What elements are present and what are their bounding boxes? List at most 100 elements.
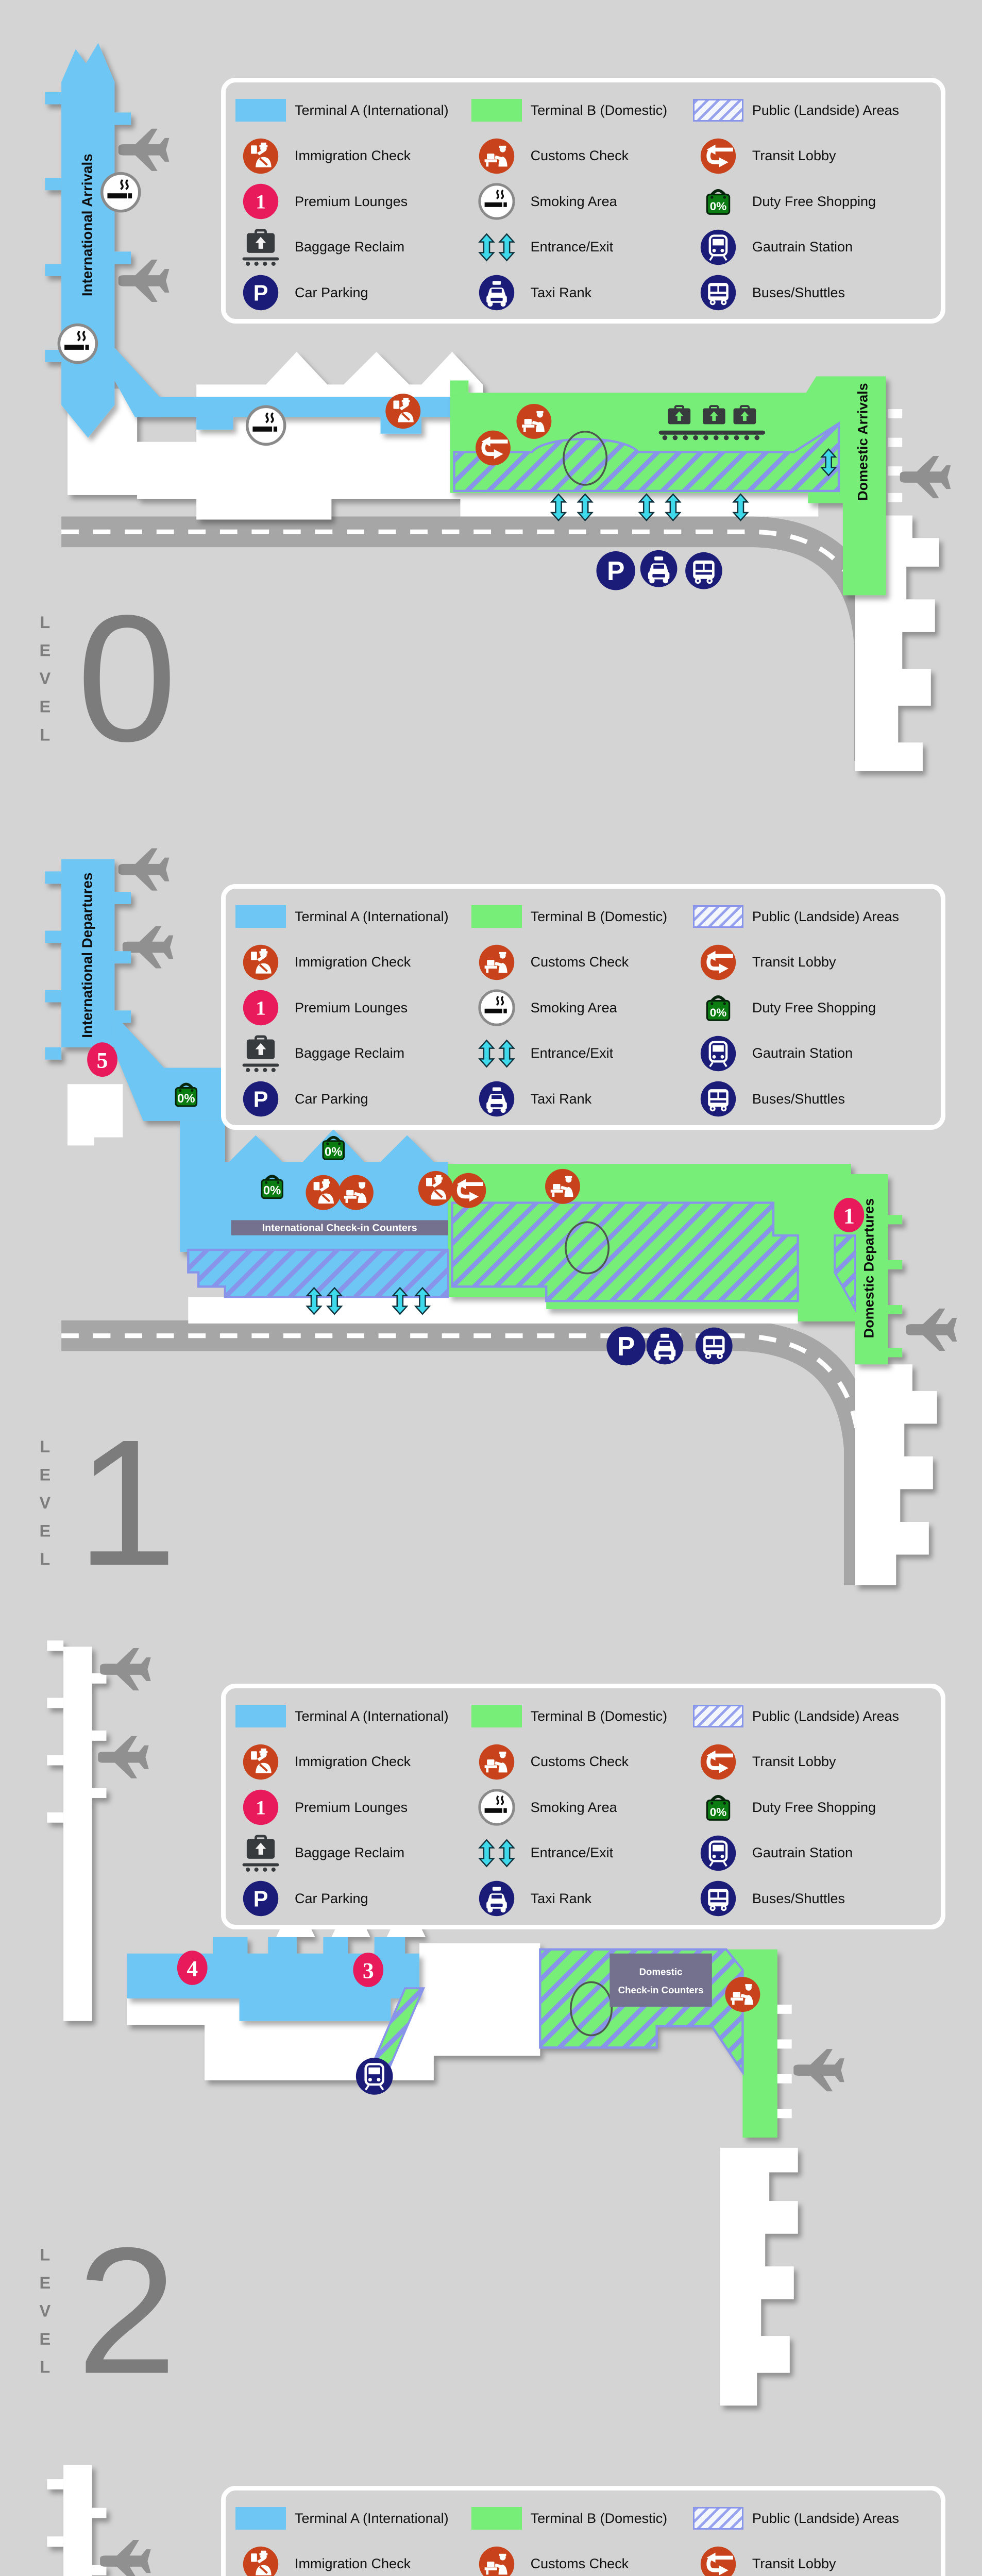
transit-lobby-icon [700, 944, 737, 981]
legend-column: Terminal B (Domestic) Customs Check Smok… [469, 88, 690, 316]
svg-text:3: 3 [363, 1958, 374, 1983]
entrance-exit-icon [479, 233, 515, 261]
gautrain-station-icon [700, 229, 737, 266]
domestic-departures-label: Domestic Departures [861, 1198, 877, 1338]
svg-text:1: 1 [256, 1797, 266, 1819]
pier-label: International Arrivals [79, 154, 95, 296]
legend-row: Buses/Shuttles [690, 1076, 937, 1122]
svg-text:E: E [39, 1522, 50, 1540]
pier-label: International Departures [79, 873, 95, 1038]
terminal-b-swatch [471, 1705, 522, 1728]
svg-text:0%: 0% [710, 1006, 727, 1019]
legend-column: Public (Landside) Areas Transit Lobby 0%… [690, 88, 937, 316]
legend-label: Entrance/Exit [530, 1045, 614, 1061]
smoking-area-icon [478, 1789, 515, 1826]
level-3-map: 2 L E V E L 3 [47, 2465, 151, 2576]
car-parking-icon: P [243, 1081, 279, 1117]
public-swatch [692, 2507, 743, 2530]
svg-text:1: 1 [256, 997, 266, 1020]
legend-row: 1 Premium Lounges [233, 1785, 469, 1831]
smoking-area-icon [478, 183, 515, 220]
buses-icon [685, 552, 722, 589]
legend-row: 1 Premium Lounges [233, 985, 469, 1031]
legend-row: Customs Check [469, 2541, 690, 2576]
legend-label: Public (Landside) Areas [752, 2510, 900, 2526]
level-1-map: International Check-in Counters Internat… [39, 848, 957, 1603]
duty-free-icon: 0% [700, 989, 737, 1026]
smoking-area-icon [102, 174, 140, 211]
svg-text:E: E [39, 2274, 50, 2292]
immigration-icon [242, 1743, 279, 1781]
terminal-pier-outline [47, 1640, 107, 2021]
legend-row: Transit Lobby [690, 133, 937, 179]
public-area-hatch [451, 1201, 799, 1302]
road-centerline [61, 529, 872, 761]
baggage-reclaim-icon [241, 1033, 281, 1074]
legend-row: Entrance/Exit [469, 1031, 690, 1077]
legend-row: 0% Duty Free Shopping [690, 1785, 937, 1831]
svg-text:0%: 0% [710, 1806, 727, 1819]
smoking-area-icon [478, 989, 515, 1026]
legend-row: P Car Parking [233, 1076, 469, 1122]
legend-row: Immigration Check [233, 1739, 469, 1785]
smoking-area-icon [247, 406, 285, 444]
customs-icon [545, 1168, 580, 1204]
legend-label: Gautrain Station [752, 239, 853, 255]
svg-text:V: V [39, 1494, 50, 1512]
legend-row: Buses/Shuttles [690, 270, 937, 316]
terminal-pier-outline [47, 2465, 107, 2576]
svg-text:P: P [607, 556, 624, 586]
svg-text:E: E [39, 698, 50, 716]
legend-row: Immigration Check [233, 2541, 469, 2576]
legend-label: Car Parking [295, 1890, 368, 1906]
svg-text:1: 1 [843, 1204, 855, 1228]
customs-icon [478, 944, 515, 981]
legend-column: Terminal A (International) Immigration C… [233, 2496, 469, 2576]
legend-label: Buses/Shuttles [752, 284, 845, 300]
terminal-a-swatch [235, 99, 286, 122]
legend-label: Customs Check [530, 148, 629, 164]
legend-row: Taxi Rank [469, 1076, 690, 1122]
svg-text:1: 1 [77, 1402, 177, 1603]
legend-panel-level-1: Terminal A (International) Immigration C… [221, 884, 945, 1130]
level-0-tag: L E V E L 0 [39, 578, 177, 779]
svg-text:E: E [39, 641, 50, 659]
legend-row: P Car Parking [233, 1876, 469, 1922]
premium-lounge-icon: 1 [243, 184, 279, 219]
legend-row: Terminal A (International) [233, 88, 469, 133]
legend-row: Buses/Shuttles [690, 1876, 937, 1922]
legend-panel-level-3: Terminal A (International) Immigration C… [221, 2486, 945, 2576]
svg-text:0: 0 [77, 578, 177, 779]
svg-text:0%: 0% [710, 200, 727, 213]
legend-label: Transit Lobby [752, 954, 836, 970]
jet-bridges-domestic [888, 409, 903, 502]
legend-label: Immigration Check [295, 148, 411, 164]
domestic-arrivals-label: Domestic Arrivals [855, 383, 871, 501]
checkin-counter-bar [231, 1220, 448, 1235]
immigration-icon [242, 944, 279, 981]
landside-building [67, 1084, 123, 1146]
road-centerline [61, 1333, 862, 1586]
legend-label: Baggage Reclaim [295, 1045, 405, 1061]
smoking-area-icon [59, 325, 96, 362]
svg-text:5: 5 [97, 1048, 108, 1073]
legend-row: 1 Premium Lounges [233, 179, 469, 225]
airplane-icon [906, 1308, 957, 1351]
stepped-buildings [720, 2147, 798, 2406]
customs-icon [516, 403, 552, 439]
duty-free-icon: 0% [700, 183, 737, 220]
road [61, 516, 885, 761]
legend-row: Public (Landside) Areas [690, 88, 937, 133]
baggage-reclaim-icon [241, 227, 281, 267]
legend-row: Transit Lobby [690, 1739, 937, 1785]
transit-lobby-icon [700, 2546, 737, 2576]
svg-text:L: L [40, 725, 50, 744]
legend-row: Smoking Area [469, 985, 690, 1031]
legend-label: Terminal B (Domestic) [530, 102, 668, 118]
legend-column: Terminal A (International) Immigration C… [233, 1693, 469, 1922]
taxi-rank-icon [646, 1327, 684, 1365]
jet-bridges [777, 2004, 792, 2119]
terminal-b-swatch [471, 99, 522, 122]
